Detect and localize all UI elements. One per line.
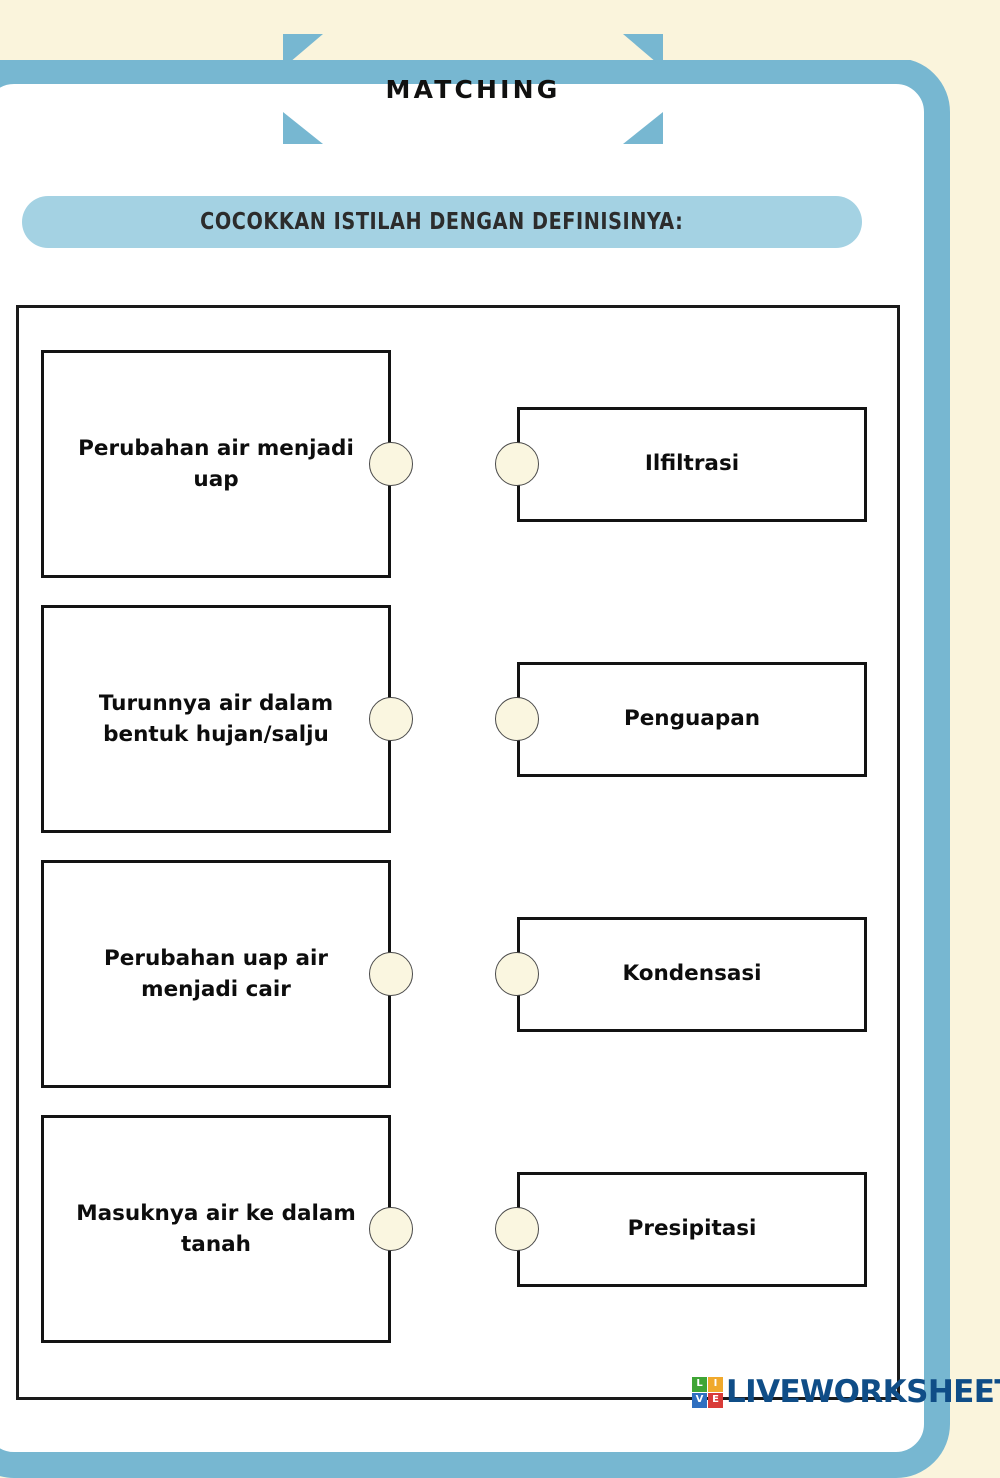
term-card-2[interactable]: Penguapan bbox=[517, 662, 867, 777]
connector-dot-left-4[interactable] bbox=[369, 1207, 413, 1251]
term-text: Ilfiltrasi bbox=[644, 451, 740, 477]
connector-dot-right-3[interactable] bbox=[495, 952, 539, 996]
logo-tile-i: I bbox=[708, 1376, 723, 1392]
connector-dot-left-3[interactable] bbox=[369, 952, 413, 996]
right-cream-strip bbox=[952, 0, 1000, 1414]
term-text: Penguapan bbox=[623, 706, 761, 732]
term-card-1[interactable]: Ilfiltrasi bbox=[517, 407, 867, 522]
term-text: Presipitasi bbox=[627, 1216, 757, 1242]
definition-text: Perubahan air menjadi uap bbox=[78, 435, 354, 492]
connector-dot-right-2[interactable] bbox=[495, 697, 539, 741]
instruction-text: COCOKKAN ISTILAH DENGAN DEFINISINYA: bbox=[200, 209, 684, 235]
definition-text: Turunnya air dalam bentuk hujan/salju bbox=[98, 690, 334, 747]
term-text: Kondensasi bbox=[622, 961, 762, 987]
term-card-3[interactable]: Kondensasi bbox=[517, 917, 867, 1032]
definition-card-2[interactable]: Turunnya air dalam bentuk hujan/salju bbox=[41, 605, 391, 833]
instruction-bar: COCOKKAN ISTILAH DENGAN DEFINISINYA: bbox=[22, 196, 862, 248]
connector-dot-right-4[interactable] bbox=[495, 1207, 539, 1251]
matching-exercise-area: Perubahan air menjadi uap Ilfiltrasi Tur… bbox=[16, 305, 900, 1400]
definition-card-4[interactable]: Masuknya air ke dalam tanah bbox=[41, 1115, 391, 1343]
match-row: Turunnya air dalam bentuk hujan/salju Pe… bbox=[19, 605, 903, 833]
term-card-4[interactable]: Presipitasi bbox=[517, 1172, 867, 1287]
definition-text: Perubahan uap air menjadi cair bbox=[104, 945, 328, 1002]
logo-tile-e: E bbox=[708, 1392, 723, 1408]
logo-wordmark: LIVEWORKSHEETS bbox=[726, 1374, 1000, 1410]
match-row: Perubahan uap air menjadi cair Kondensas… bbox=[19, 860, 903, 1088]
definition-text: Masuknya air ke dalam tanah bbox=[76, 1200, 356, 1257]
banner-title: MATCHING bbox=[385, 74, 561, 104]
liveworksheets-tiles-icon: L I V E bbox=[692, 1376, 723, 1408]
connector-dot-left-1[interactable] bbox=[369, 442, 413, 486]
liveworksheets-logo[interactable]: L I V E LIVEWORKSHEETS bbox=[692, 1372, 1000, 1412]
logo-tile-l: L bbox=[692, 1376, 707, 1392]
match-row: Masuknya air ke dalam tanah Presipitasi bbox=[19, 1115, 903, 1343]
top-cream-strip bbox=[0, 0, 1000, 60]
definition-card-3[interactable]: Perubahan uap air menjadi cair bbox=[41, 860, 391, 1088]
definition-card-1[interactable]: Perubahan air menjadi uap bbox=[41, 350, 391, 578]
connector-dot-right-1[interactable] bbox=[495, 442, 539, 486]
logo-tile-v: V bbox=[692, 1392, 707, 1408]
matching-banner: MATCHING bbox=[283, 34, 663, 144]
connector-dot-left-2[interactable] bbox=[369, 697, 413, 741]
match-row: Perubahan air menjadi uap Ilfiltrasi bbox=[19, 350, 903, 578]
